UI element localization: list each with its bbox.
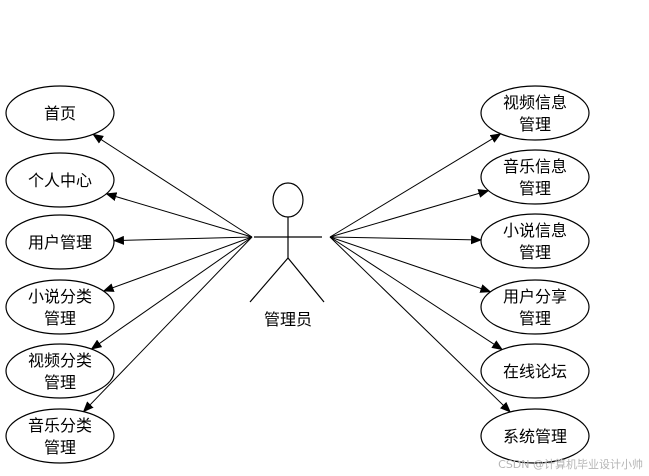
use-case-label: 用户分享 <box>503 287 567 306</box>
use-case-label: 管理 <box>44 438 76 457</box>
use-case-left-0: 首页 <box>5 85 115 141</box>
association-arrow-left-1 <box>105 192 253 238</box>
use-case-label: 管理 <box>519 115 551 134</box>
use-case-label: 音乐分类 <box>28 416 92 435</box>
use-case-ellipse <box>5 152 115 208</box>
association-arrow-left-4 <box>90 236 253 350</box>
use-case-label: 管理 <box>519 179 551 198</box>
use-case-right-4: 在线论坛 <box>480 343 590 399</box>
watermark: CSDN @计算机毕业设计小帅 <box>498 458 643 471</box>
use-case-left-1: 个人中心 <box>5 152 115 208</box>
actor-label: 管理员 <box>264 310 312 329</box>
association-arrow-left-5 <box>82 236 253 413</box>
use-case-ellipse <box>480 408 590 464</box>
use-case-ellipse <box>480 85 590 141</box>
use-case-ellipse <box>480 213 590 269</box>
use-case-label: 管理 <box>519 243 551 262</box>
use-case-label: 管理 <box>44 309 76 328</box>
use-case-left-2: 用户管理 <box>5 214 115 270</box>
association-arrow-right-4 <box>329 236 504 351</box>
use-case-ellipse <box>5 408 115 464</box>
use-case-label: 首页 <box>44 104 76 123</box>
association-arrow-right-2 <box>329 235 483 245</box>
association-arrows <box>82 133 511 413</box>
use-case-ellipse <box>480 279 590 335</box>
use-case-ellipse <box>480 149 590 205</box>
use-case-label: 音乐信息 <box>503 157 567 176</box>
use-case-ellipse <box>480 343 590 399</box>
use-case-ellipse <box>5 214 115 270</box>
actor-head <box>272 182 304 218</box>
use-case-label: 视频分类 <box>28 351 92 370</box>
association-arrow-right-5 <box>329 236 511 413</box>
use-case-label: 系统管理 <box>503 427 567 446</box>
actor-left-leg <box>249 257 289 303</box>
use-case-ellipse <box>5 279 115 335</box>
association-arrow-left-2 <box>112 235 253 245</box>
use-case-label: 用户管理 <box>28 233 92 252</box>
use-case-label: 视频信息 <box>503 93 567 112</box>
use-case-label: 管理 <box>519 309 551 328</box>
association-arrow-left-0 <box>92 133 253 238</box>
use-case-ellipse <box>5 343 115 399</box>
association-arrow-right-1 <box>329 189 490 238</box>
use-case-label: 小说分类 <box>28 287 92 306</box>
association-arrow-left-3 <box>102 236 253 292</box>
actor-admin: 管理员 <box>249 182 325 329</box>
use-case-label: 个人中心 <box>28 171 92 190</box>
use-case-ellipse <box>5 85 115 141</box>
use-case-label: 小说信息 <box>503 221 567 240</box>
use-case-label: 在线论坛 <box>503 362 567 381</box>
association-arrow-right-0 <box>329 133 502 238</box>
association-arrow-right-3 <box>329 236 492 293</box>
actor-right-leg <box>287 257 325 303</box>
use-case-label: 管理 <box>44 373 76 392</box>
use-case-right-5: 系统管理 <box>480 408 590 464</box>
